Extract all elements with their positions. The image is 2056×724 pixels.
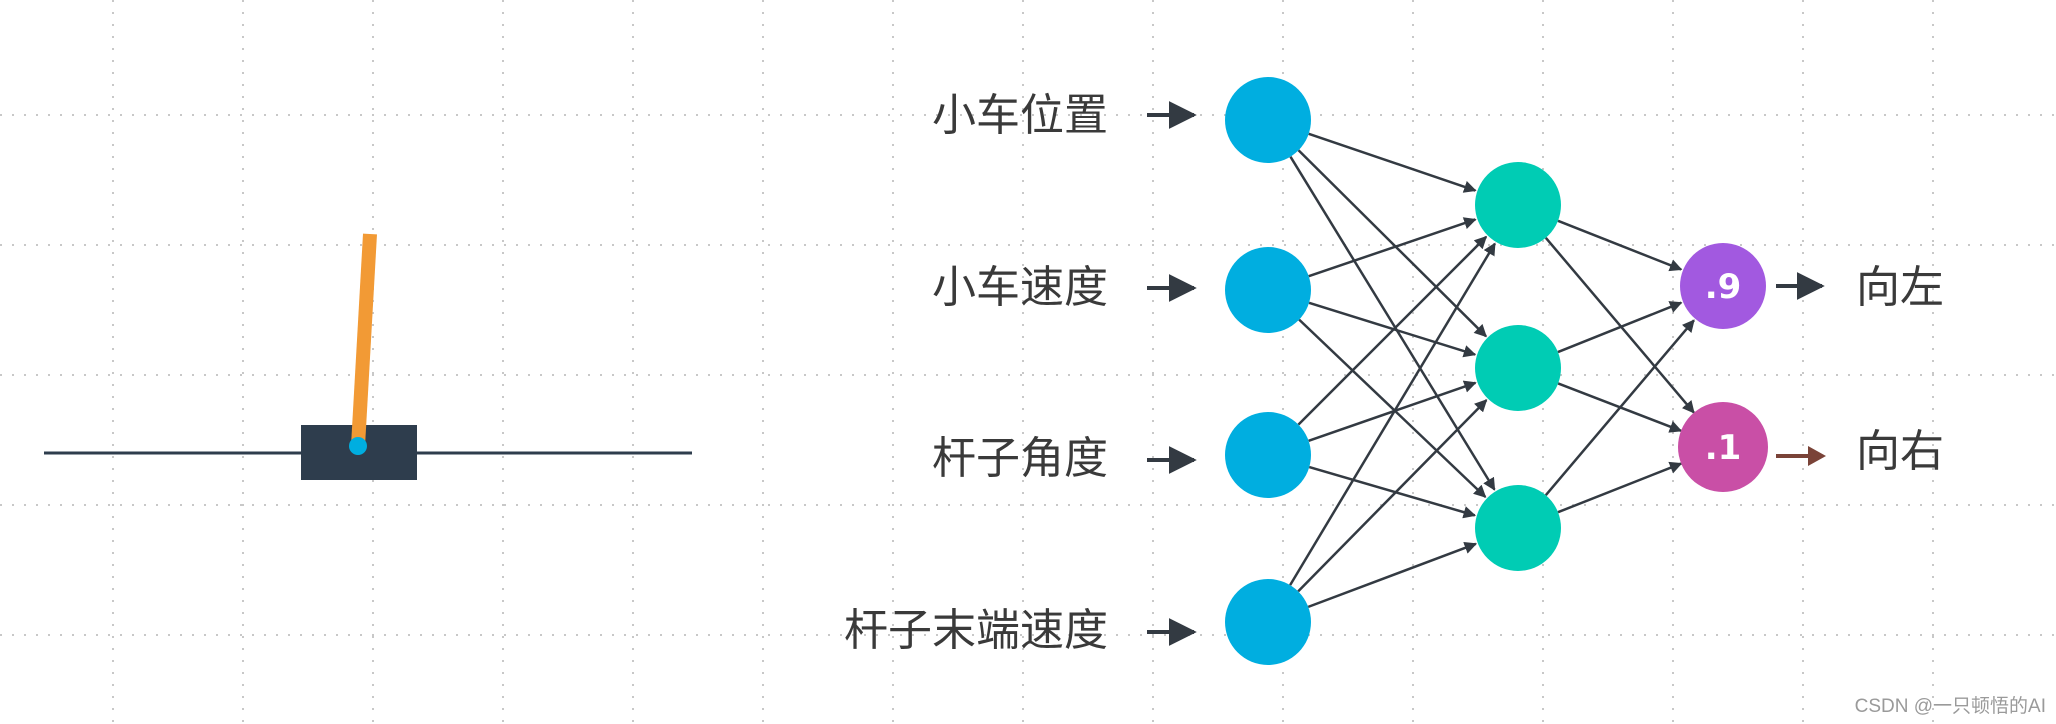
input-hidden-edge	[1307, 541, 1478, 609]
output-node-left	[1680, 243, 1766, 329]
input-hidden-edge	[1289, 242, 1496, 586]
input-node	[1225, 412, 1311, 498]
hidden-output-edge	[1557, 461, 1683, 514]
watermark: CSDN @一只顿悟的AI	[1855, 695, 2046, 717]
hidden-node	[1475, 325, 1561, 411]
input-hidden-edge	[1308, 465, 1477, 519]
input-label-pole-angle: 杆子角度	[932, 433, 1108, 484]
output-label-right: 向右	[1856, 426, 1944, 477]
output-value-left: .9	[1705, 267, 1742, 307]
input-hidden-edge	[1297, 399, 1488, 593]
output-labels: 向左 向右	[1776, 262, 1944, 477]
input-hidden-edge	[1308, 132, 1477, 193]
hidden-output-edge	[1544, 319, 1695, 496]
hidden-output-edge	[1557, 219, 1683, 272]
output-value-right: .1	[1705, 428, 1742, 468]
hidden-output-edge	[1544, 237, 1695, 414]
input-labels: 小车位置 小车速度 杆子角度 杆子末端速度	[844, 90, 1197, 656]
input-node	[1225, 77, 1311, 163]
input-node	[1225, 579, 1311, 665]
input-node	[1225, 247, 1311, 333]
output-node-right	[1678, 402, 1768, 492]
input-label-cart-velocity: 小车速度	[932, 262, 1108, 313]
hidden-node	[1475, 162, 1561, 248]
hidden-node	[1475, 485, 1561, 571]
pivot-joint	[349, 437, 367, 455]
input-hidden-edge	[1308, 301, 1477, 358]
output-layer: .9 .1	[1678, 243, 1768, 492]
hidden-output-edge	[1557, 301, 1683, 354]
output-label-left: 向左	[1856, 262, 1944, 313]
input-label-cart-position: 小车位置	[932, 90, 1108, 141]
output-arrowhead-right	[1808, 446, 1826, 466]
hidden-layer	[1475, 162, 1561, 571]
input-hidden-edge	[1297, 149, 1487, 338]
input-hidden-edge	[1308, 217, 1477, 278]
input-layer	[1225, 77, 1311, 665]
input-hidden-edge	[1298, 318, 1487, 498]
input-hidden-edge	[1289, 156, 1496, 491]
input-label-pole-tip-velocity: 杆子末端速度	[844, 605, 1108, 656]
input-hidden-edge	[1308, 380, 1477, 443]
input-hidden-edge	[1297, 235, 1488, 426]
pole	[351, 233, 377, 447]
network-edges	[1289, 132, 1695, 609]
cartpole-illustration	[44, 233, 692, 480]
